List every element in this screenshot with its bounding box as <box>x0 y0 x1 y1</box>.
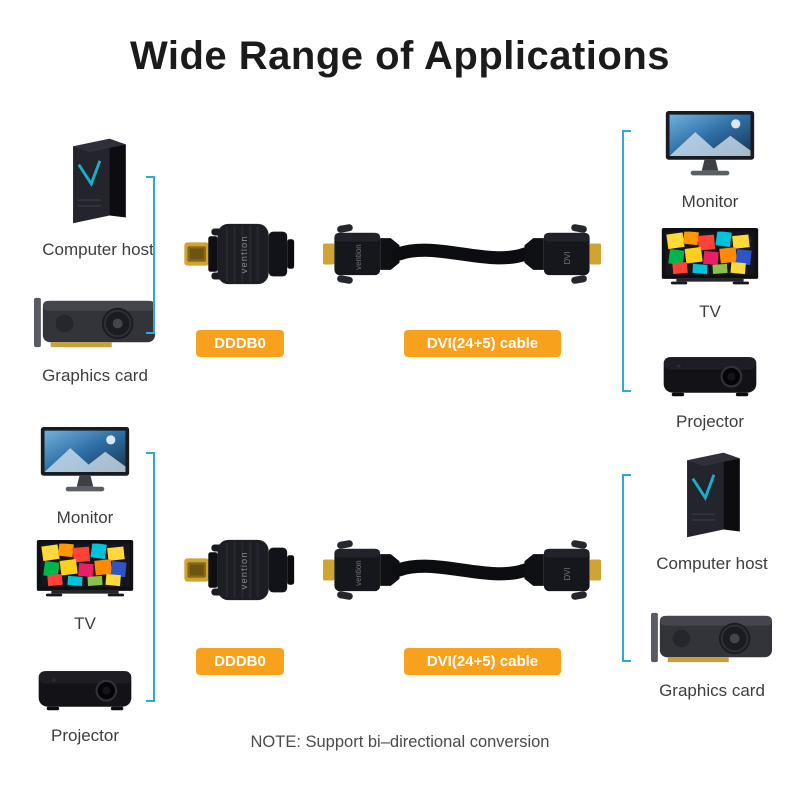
graphics-card-icon <box>648 608 776 669</box>
projector-icon <box>36 662 134 714</box>
device-tv-row2: TV <box>25 538 145 634</box>
tv-icon <box>35 538 135 602</box>
graphics-card-icon <box>31 293 159 354</box>
monitor-icon <box>39 426 131 496</box>
device-label: TV <box>74 614 96 633</box>
device-computer-host-row2: Computer host <box>642 446 782 574</box>
monitor-icon <box>664 110 756 180</box>
footnote: NOTE: Support bi–directional conversion <box>250 733 550 751</box>
dvi-adapter-image-row1 <box>182 208 298 300</box>
group-bracket-left-row1 <box>146 176 155 334</box>
group-bracket-right-row1 <box>622 130 631 392</box>
device-computer-host-row1: Computer host <box>18 132 178 260</box>
device-graphics-card-row2: Graphics card <box>642 608 782 701</box>
page-title: Wide Range of Applications <box>129 34 671 78</box>
device-label: Monitor <box>681 192 739 211</box>
adapter-model-badge-row2: DDDB0 <box>196 648 284 675</box>
dvi-adapter-image-row2 <box>182 524 298 616</box>
tv-icon <box>660 226 760 290</box>
device-label: Projector <box>675 412 745 431</box>
projector-icon <box>661 348 759 400</box>
device-tv-row1: TV <box>650 226 770 322</box>
device-label: Projector <box>50 726 120 745</box>
device-label: TV <box>699 302 721 321</box>
device-label: Computer host <box>656 554 768 573</box>
dvi-cable-image-row2 <box>308 526 616 614</box>
device-monitor-row1: Monitor <box>650 110 770 212</box>
adapter-model-badge-row1: DDDB0 <box>196 330 284 357</box>
dvi-cable-image-row1 <box>308 210 616 298</box>
device-projector-row1: Projector <box>650 348 770 432</box>
device-graphics-card-row1: Graphics card <box>15 293 175 386</box>
cable-name-badge-row1: DVI(24+5) cable <box>404 330 561 357</box>
computer-tower-icon <box>50 132 146 228</box>
group-bracket-left-row2 <box>146 452 155 702</box>
group-bracket-right-row2 <box>622 474 631 662</box>
device-projector-row2: Projector <box>25 662 145 746</box>
device-monitor-row2: Monitor <box>25 426 145 528</box>
device-label: Monitor <box>56 508 114 527</box>
device-label: Graphics card <box>659 681 765 700</box>
computer-tower-icon <box>664 446 760 542</box>
device-label: Graphics card <box>42 366 148 385</box>
device-label: Computer host <box>42 240 154 259</box>
cable-name-badge-row2: DVI(24+5) cable <box>404 648 561 675</box>
